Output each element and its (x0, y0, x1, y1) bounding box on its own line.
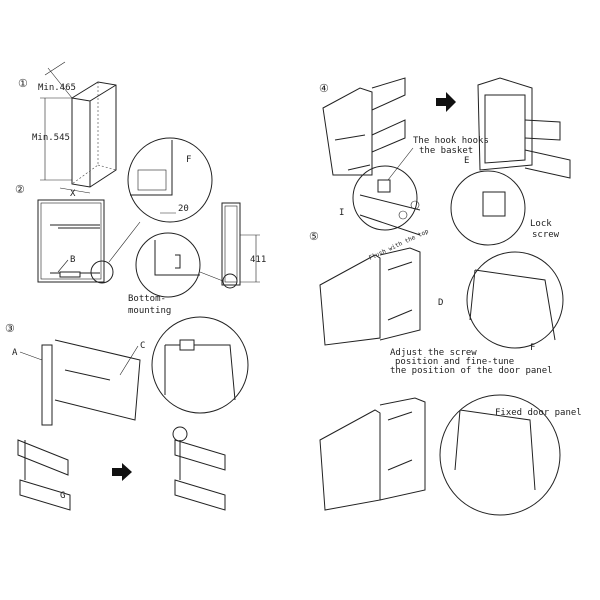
step-number-3: ③ (5, 322, 15, 335)
dim-20-label: 20 (178, 204, 189, 214)
label-f-step2: F (186, 155, 191, 165)
label-g: G (60, 491, 65, 501)
flush-with-top-label: Flush with the top (368, 228, 430, 262)
lock-screw-text-2: screw (532, 230, 560, 240)
label-i: I (339, 208, 344, 218)
label-d: D (438, 298, 443, 308)
width-x-label: X (70, 189, 76, 199)
step-5-door-panel: ⑤ Flush with the top D F Adjust the scre… (309, 228, 582, 516)
step-2-rail-mounting: ② B F 20 Bottom- mounting 411 (15, 137, 266, 316)
lock-screw-text-1: Lock (530, 219, 552, 229)
label-c: C (140, 341, 145, 351)
step-number-4: ④ (319, 82, 329, 95)
fixed-door-panel-label: Fixed door panel (495, 408, 582, 418)
step-1-cabinet-dimensions: ① Min.465 Min.545 X (18, 61, 117, 199)
step-number-2: ② (15, 183, 25, 196)
step-number-1: ① (18, 77, 28, 90)
bottom-mounting-label-1: Bottom- (128, 294, 166, 304)
hook-text-2: the basket (419, 146, 473, 156)
step-3-basket-assembly: ③ A C G (5, 316, 249, 511)
hook-text-1: The hook hooks (413, 136, 489, 146)
adjust-text-2: position and fine-tune (395, 357, 514, 367)
bottom-mounting-label-2: mounting (128, 306, 171, 316)
min-height-label: Min.545 (32, 133, 70, 143)
label-f-step5: F (530, 343, 535, 353)
step-4-hook-basket: ④ The hook hooks the basket I E Lock scr… (319, 77, 571, 246)
arrow-right-icon (112, 463, 132, 481)
label-a: A (12, 348, 18, 358)
arrow-right-icon (436, 92, 456, 112)
label-e-step4: E (464, 156, 469, 166)
dim-411-label: 411 (250, 255, 266, 265)
label-b: B (70, 255, 75, 265)
min-depth-label: Min.465 (38, 83, 76, 93)
step-number-5: ⑤ (309, 230, 319, 243)
adjust-text-1: Adjust the screw (390, 348, 477, 358)
adjust-text-3: the position of the door panel (390, 366, 553, 376)
